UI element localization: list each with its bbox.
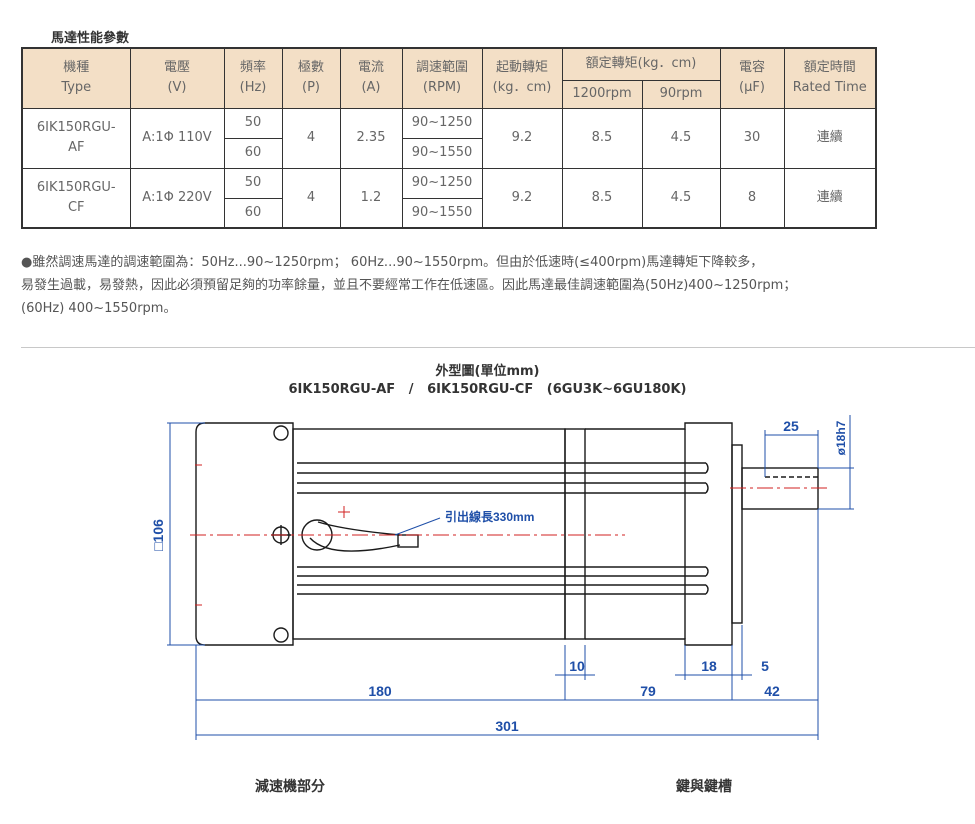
dim-10: 10 (569, 658, 585, 674)
dim-42: 42 (764, 683, 780, 699)
cell-capacitor: 8 (719, 167, 785, 229)
cell-start-torque: 9.2 (481, 167, 563, 229)
cell-range: 90~1250 (401, 167, 483, 199)
dim-lead-length: 引出線長330mm (445, 509, 534, 524)
dim-shaft-dia: ø18h7 (834, 420, 848, 455)
cell-freq: 60 (223, 137, 283, 169)
dimension-lines (167, 415, 854, 740)
dim-79: 79 (640, 683, 656, 699)
header-current: 電流(A) (339, 47, 403, 109)
cell-freq: 50 (223, 167, 283, 199)
table-row: 60 90~1550 (22, 197, 876, 229)
header-start-torque: 起動轉矩(kg．cm) (481, 47, 563, 109)
dim-180: 180 (368, 683, 392, 699)
cell-range: 90~1550 (401, 197, 483, 229)
cell-voltage: A:1Φ 220V (129, 167, 225, 229)
header-frequency: 頻率(Hz) (223, 47, 283, 109)
cell-type: 6IK150RGU-AF (21, 107, 131, 169)
dim-18: 18 (701, 658, 717, 674)
cell-rated-time: 連續 (783, 167, 877, 229)
cell-rated-90: 4.5 (641, 107, 721, 169)
section-title: 馬達性能參數 (51, 31, 130, 46)
note-line: ●雖然調速馬達的調速範圍為：50Hz...90~1250rpm； 60Hz...… (21, 255, 764, 270)
cell-current: 2.35 (339, 107, 403, 169)
cell-rated-1200: 8.5 (561, 167, 643, 229)
cell-current: 1.2 (339, 167, 403, 229)
table-row: 6IK150RGU-AF A:1Φ 110V 50 4 2.35 90~1250… (21, 107, 877, 169)
dim-301: 301 (495, 718, 519, 734)
header-capacitor: 電容(μF) (719, 47, 785, 109)
header-rated-torque: 額定轉矩(kg．cm) (561, 47, 721, 81)
cell-range: 90~1250 (401, 107, 483, 139)
header-1200rpm: 1200rpm (561, 79, 643, 109)
dim-5: 5 (761, 658, 769, 674)
motor-outline (195, 422, 819, 646)
drawing-subtitle: 6IK150RGU-AF / 6IK150RGU-CF (6GU3K~6GU18… (288, 382, 687, 397)
dim-key-length: 25 (783, 418, 799, 434)
note-line: 易發生過載，易發熱，因此必須預留足夠的功率餘量，並且不要經常工作在低速區。因此馬… (21, 278, 797, 293)
cell-capacitor: 30 (719, 107, 785, 169)
dimension-labels: □106 ø18h7 25 引出線長330mm 10 18 5 180 79 4… (150, 418, 848, 734)
cell-freq: 60 (223, 197, 283, 229)
header-90rpm: 90rpm (641, 79, 721, 109)
note-line: (60Hz) 400~1550rpm。 (21, 301, 177, 316)
subheader-row: 1200rpm 90rpm (22, 79, 876, 109)
cell-range: 90~1550 (401, 137, 483, 169)
caption-key: 鍵與鍵槽 (676, 779, 732, 795)
dim-height: □106 (150, 519, 166, 551)
divider (21, 347, 975, 348)
notes: ●雖然調速馬達的調速範圍為：50Hz...90~1250rpm； 60Hz...… (21, 251, 921, 320)
center-lines (190, 464, 830, 606)
table-row: 60 90~1550 (22, 137, 876, 169)
caption-gearbox: 減速機部分 (255, 779, 325, 795)
table-row: 6IK150RGU-CF A:1Φ 220V 50 4 1.2 90~1250 … (21, 167, 877, 229)
drawing-title: 外型圖(單位mm) (435, 364, 540, 379)
cell-voltage: A:1Φ 110V (129, 107, 225, 169)
lead-leader-line (394, 517, 441, 536)
cell-rated-time: 連續 (783, 107, 877, 169)
